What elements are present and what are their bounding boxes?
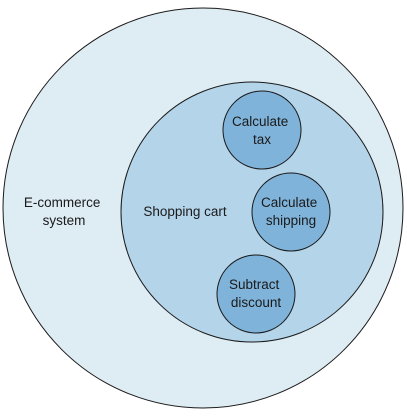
subtract-discount-label-line2: discount bbox=[231, 295, 282, 310]
calculate-tax-label: Calculate tax bbox=[232, 114, 292, 147]
ecommerce-system-label-line1: E-commerce bbox=[24, 195, 101, 210]
calculate-tax-label-line2: tax bbox=[253, 132, 271, 147]
ecommerce-system-label-line2: system bbox=[43, 213, 86, 228]
calculate-shipping-circle bbox=[251, 172, 331, 252]
calculate-shipping-label: Calculate shipping bbox=[261, 195, 321, 228]
subtract-discount-label: Subtract discount bbox=[229, 277, 283, 310]
subtract-discount-label-line1: Subtract bbox=[229, 277, 280, 292]
shopping-cart-label: Shopping cart bbox=[143, 204, 227, 219]
calculate-tax-circle bbox=[222, 90, 302, 170]
calculate-shipping-label-line1: Calculate bbox=[261, 195, 317, 210]
subtract-discount-circle bbox=[216, 254, 296, 334]
ecommerce-system-label: E-commerce system bbox=[24, 195, 104, 228]
calculate-tax-label-line1: Calculate bbox=[232, 114, 288, 129]
calculate-shipping-label-line2: shipping bbox=[266, 213, 316, 228]
